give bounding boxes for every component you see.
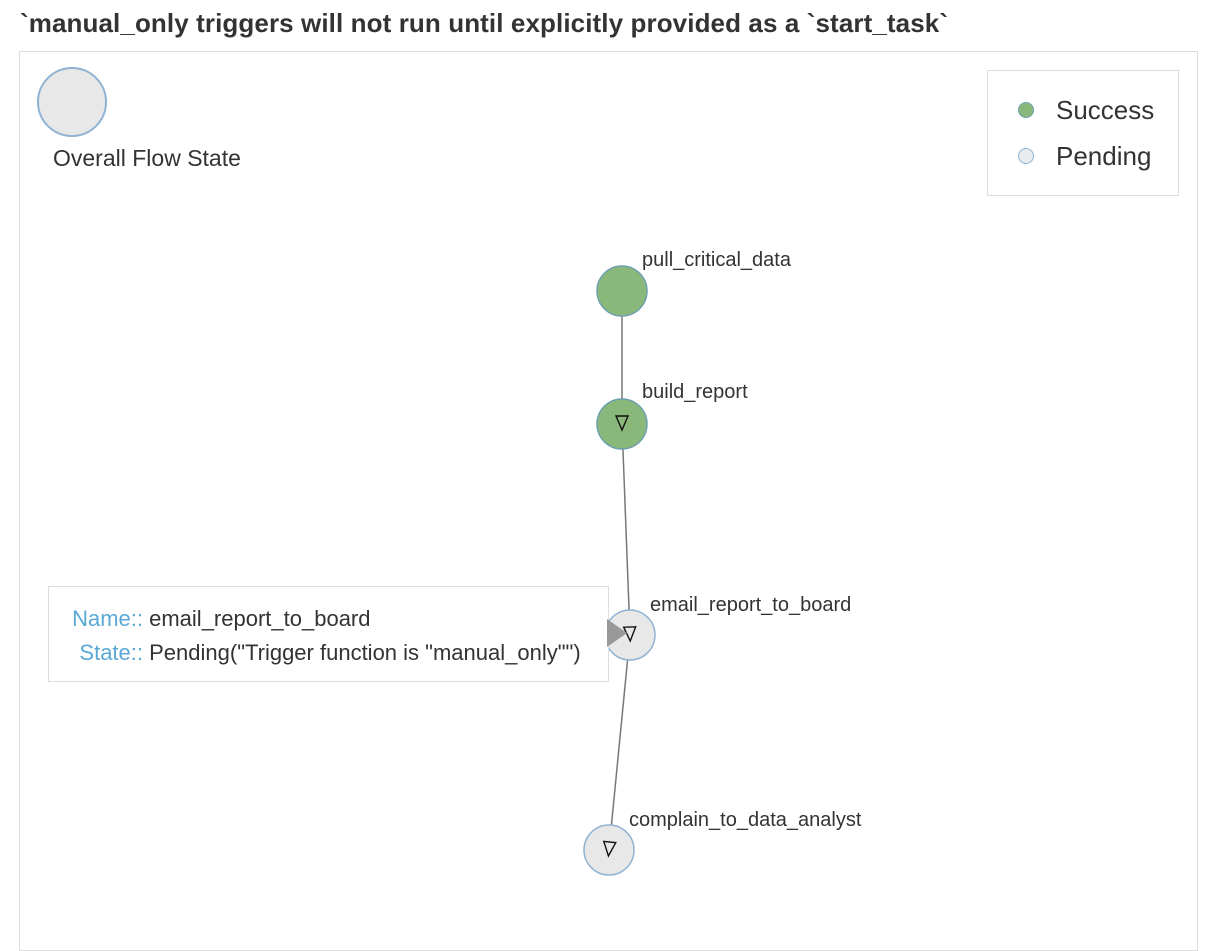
legend-label-success: Success	[1056, 94, 1155, 125]
tooltip-name-row: Name:: email_report_to_board	[49, 606, 371, 632]
legend-label-pending: Pending	[1056, 140, 1152, 171]
legend-item-pending: Pending	[1018, 141, 1151, 171]
tooltip-pointer-icon	[607, 619, 627, 647]
edge-build_report-to-email_report_to_board	[621, 423, 631, 636]
tooltip-state-value: Pending("Trigger function is "manual_onl…	[149, 640, 581, 665]
node-tooltip: Name:: email_report_to_board State:: Pen…	[48, 586, 609, 682]
overall-state-label: Overall Flow State	[53, 145, 241, 171]
legend-item-success: Success	[1018, 95, 1154, 125]
task-node-complain_to_data_analyst[interactable]	[583, 824, 635, 876]
nodes-layer[interactable]: pull_critical_data build_report email_repo…	[583, 249, 862, 876]
task-node-build_report[interactable]	[596, 398, 648, 450]
tooltip-name-value: email_report_to_board	[149, 606, 371, 631]
arrowhead-icon	[602, 840, 617, 858]
tooltip-state-key: State::	[79, 640, 143, 665]
task-label-build_report: build_report	[642, 381, 748, 403]
overall-state-circle[interactable]	[37, 67, 107, 137]
success-dot-icon	[1018, 102, 1034, 118]
tooltip-state-row: State:: Pending("Trigger function is "ma…	[49, 640, 581, 666]
task-node-pull_critical_data[interactable]	[596, 265, 648, 317]
task-label-pull_critical_data: pull_critical_data	[642, 249, 792, 271]
edge-email_report_to_board-to-complain_to_data_analyst	[608, 634, 631, 851]
task-label-complain_to_data_analyst: complain_to_data_analyst	[629, 809, 862, 831]
task-label-email_report_to_board: email_report_to_board	[650, 594, 851, 616]
legend: Success Pending	[987, 70, 1179, 196]
page-title: `manual_only triggers will not run until…	[20, 8, 949, 38]
tooltip-name-key: Name::	[72, 606, 143, 631]
pending-dot-icon	[1018, 148, 1034, 164]
edges-layer	[608, 291, 631, 851]
arrowhead-icon	[614, 415, 630, 432]
